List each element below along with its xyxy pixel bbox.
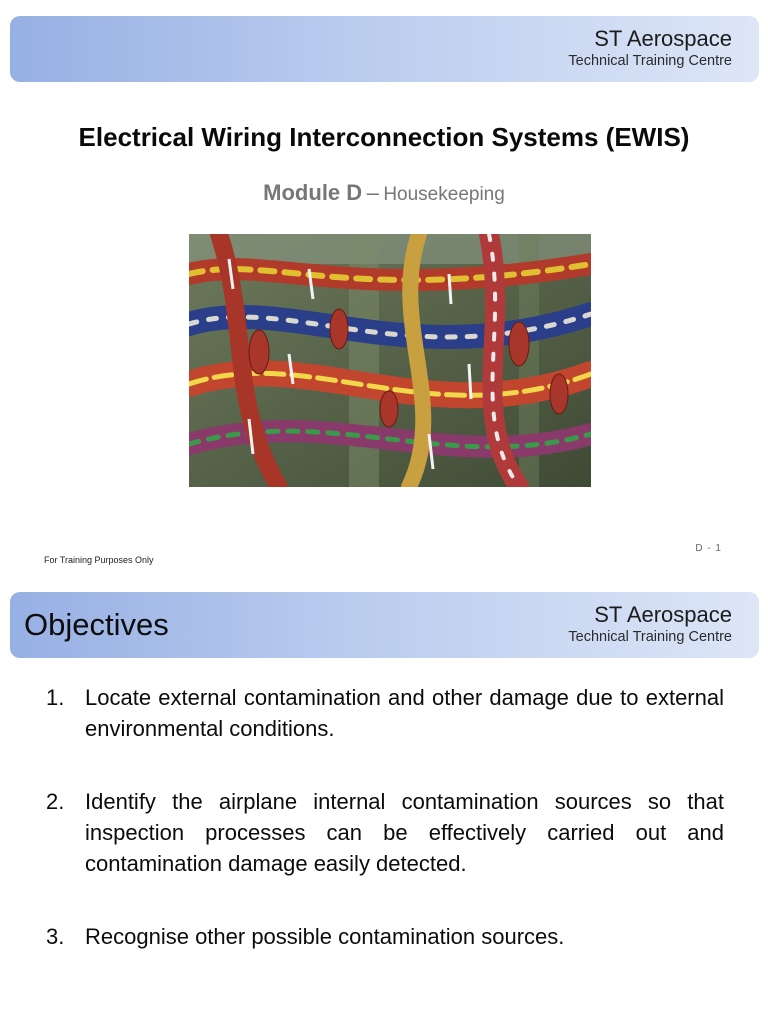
title-slide: ST Aerospace Technical Training Centre E… <box>0 16 768 565</box>
brand-block: ST Aerospace Technical Training Centre <box>568 26 732 70</box>
brand-name: ST Aerospace <box>594 602 732 627</box>
item-text: Recognise other possible contamination s… <box>85 924 565 949</box>
objectives-slide: Objectives ST Aerospace Technical Traini… <box>0 580 768 1024</box>
brand-subtitle: Technical Training Centre <box>568 629 732 645</box>
item-number: 3. <box>46 924 65 949</box>
wiring-harness-photo <box>189 234 591 487</box>
brand-name: ST Aerospace <box>594 26 732 51</box>
footer-note: For Training Purposes Only <box>44 555 154 565</box>
module-topic: Housekeeping <box>383 184 505 205</box>
item-number: 2. <box>46 789 65 814</box>
item-text: Locate external contamination and other … <box>85 685 724 741</box>
list-item: 2. Identify the airplane internal contam… <box>44 786 724 879</box>
slide-heading: Objectives <box>24 607 169 642</box>
page-number: D - 1 <box>695 543 722 554</box>
brand-subtitle: Technical Training Centre <box>568 53 732 69</box>
list-item: 1. Locate external contamination and oth… <box>44 682 724 744</box>
page-title: Electrical Wiring Interconnection System… <box>78 122 690 152</box>
objectives-list: 1. Locate external contamination and oth… <box>44 682 724 994</box>
module-label: Module D <box>263 180 363 205</box>
wiring-harness-image <box>189 234 591 487</box>
module-dash: – <box>366 180 379 205</box>
header-banner: ST Aerospace Technical Training Centre <box>10 16 759 82</box>
brand-block: ST Aerospace Technical Training Centre <box>568 602 732 646</box>
item-text: Identify the airplane internal contamina… <box>85 789 724 876</box>
header-banner: Objectives ST Aerospace Technical Traini… <box>10 592 759 658</box>
module-subtitle: Module D – Housekeeping <box>0 180 768 206</box>
list-item: 3. Recognise other possible contaminatio… <box>44 921 724 952</box>
item-number: 1. <box>46 685 65 710</box>
